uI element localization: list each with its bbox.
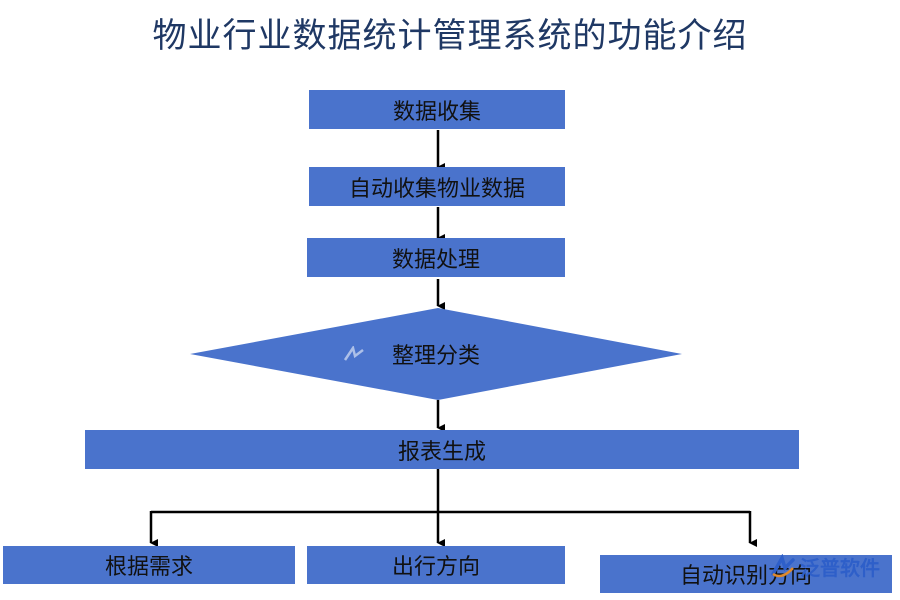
node-auto-identify: 自动识别方向 [600, 555, 892, 593]
node-by-demand: 根据需求 [3, 546, 295, 584]
node-data-processing: 数据处理 [307, 238, 565, 277]
watermark-logo-faint [343, 344, 365, 368]
node-sort-classify: 整理分类 [391, 344, 480, 369]
brand-watermark: 泛普软件 [770, 552, 880, 581]
sort-classify-diamond [190, 308, 682, 400]
node-report-generation: 报表生成 [85, 430, 799, 469]
node-auto-collect: 自动收集物业数据 [309, 167, 565, 206]
node-trend: 出行方向 [307, 546, 565, 584]
page-title: 物业行业数据统计管理系统的功能介绍 [152, 16, 748, 56]
brand-name: 泛普软件 [800, 556, 880, 580]
brand-logo-icon [771, 553, 795, 577]
node-data-collection: 数据收集 [309, 90, 565, 129]
